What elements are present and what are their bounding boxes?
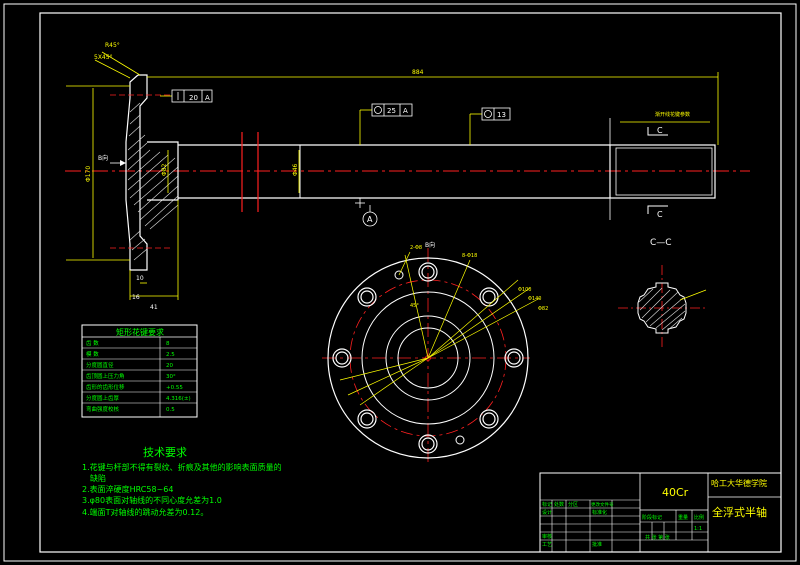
spline-row-key: 弯曲强度校核 [86, 405, 120, 413]
datum-a-symbol: A [355, 198, 378, 227]
boss-dia-label: Φ82 [161, 163, 168, 176]
dim-10: 10 [136, 275, 144, 282]
fcf-runout-1: 20 A [171, 89, 213, 103]
chamfer-left-label: 5X45° [94, 54, 113, 61]
section-cc: C—C [618, 238, 708, 350]
notes-title: 技术要求 [143, 446, 187, 459]
part-name-label: 全浮式半轴 [712, 505, 767, 519]
spline-row-value: +0.55 [166, 385, 183, 391]
spline-row-key: 齿 数 [86, 339, 99, 347]
school-label: 哈工大华德学院 [711, 478, 767, 488]
tb-sheets: 共 张 第 张 [645, 534, 670, 541]
spline-row-key: 齿形的齿形位移 [86, 383, 125, 391]
pcd-2-label: Φ140 [528, 296, 541, 302]
fcf1-datum: A [205, 94, 210, 102]
view-b-title: B向 [425, 241, 435, 249]
tb-review: 审核 [542, 533, 552, 540]
spline-row-key: 分度圆直径 [86, 361, 114, 369]
fcf1-value: 20 [189, 94, 198, 102]
datum-a-label: A [367, 215, 373, 224]
bolt-holes [332, 262, 524, 454]
spline-row-value: 30° [166, 374, 176, 380]
section-cc-title: C—C [650, 238, 672, 248]
spline-row-key: 模 数 [86, 350, 99, 358]
total-length-label: 884 [412, 69, 424, 76]
fcf-cylindricity: 25 A [371, 103, 413, 117]
spline-row-value: 0.5 [166, 407, 175, 413]
dimensions [66, 51, 719, 300]
material-label: 40Cr [662, 486, 689, 499]
note-line-3: 2.表面淬硬度HRC58~64 [82, 484, 173, 494]
note-line-2: 缺陷 [90, 473, 106, 483]
spline-note: 渐开线花键参数 [655, 111, 690, 118]
boss-outline [147, 141, 179, 201]
technical-notes: 技术要求 1.花键与杆部不得有裂纹、折痕及其他的影响表面质量的 缺陷 2.表面淬… [82, 446, 282, 517]
inner-border [39, 12, 782, 553]
flange-outline [125, 74, 148, 271]
tb-zone: 分区 [568, 501, 578, 508]
flange-hatch [127, 102, 179, 261]
spline-table-title: 矩形花键要求 [116, 327, 164, 337]
title-block: 40Cr 哈工大华德学院 全浮式半轴 标记 处数 分区 更改文件号 设计 标准化… [539, 472, 782, 553]
spline-row-value: 20 [166, 363, 173, 369]
pcd-3-label: Φ82 [538, 306, 548, 312]
note-line-1: 1.花键与杆部不得有裂纹、折痕及其他的影响表面质量的 [82, 462, 282, 472]
tb-approve: 批准 [592, 541, 602, 548]
fcf2-datum: A [403, 107, 408, 115]
fcf3-value: 13 [497, 111, 506, 119]
spline-row-key: 齿顶圆上压力角 [86, 372, 125, 380]
spline-table: 矩形花键要求 齿 数 8 模 数 2.5 分度圆直径 20 齿顶圆上压力角 30° 齿形的齿形位… [81, 324, 198, 418]
tb-weight: 重量 [678, 514, 688, 521]
view-b-flange: B向 [322, 241, 548, 462]
spline-row-value: 4.316(±) [166, 396, 191, 402]
flange-dia-label: Φ170 [85, 166, 92, 182]
spline-row-value: 8 [166, 341, 170, 347]
hole-note-1: 2-Φ8 [410, 245, 422, 251]
shaft-dia-label: Φ46 [292, 163, 299, 176]
pcd-1-label: Φ100 [518, 287, 531, 293]
fcf2-value: 25 [387, 107, 396, 115]
tb-stage: 阶段标记 [642, 514, 662, 521]
angle-label: 45° [410, 303, 419, 309]
tb-mark: 标记 [542, 501, 552, 508]
dimension-labels: 884 R45° 5X45° Φ170 Φ82 Φ46 16 10 41 渐开线… [85, 42, 690, 311]
fcf-roundness: 13 [481, 107, 511, 121]
dim-41: 41 [150, 304, 158, 311]
tb-designer: 设计 [542, 509, 552, 516]
tb-craft: 工艺 [542, 542, 552, 548]
note-line-4: 3.φ80表面对轴线的不同心度允差为1.0 [82, 495, 222, 505]
note-line-5: 4.端面T对轴线的跳动允差为0.12。 [82, 507, 208, 517]
section-c-top: C [657, 126, 663, 135]
tb-change: 更改文件号 [591, 501, 614, 508]
tb-ratio: 比例 [694, 514, 704, 521]
tb-scale: 1:1 [694, 526, 702, 532]
chamfer-top-label: R45° [105, 42, 120, 49]
tb-count: 处数 [554, 501, 564, 508]
section-c-bottom: C [657, 210, 663, 219]
spline-row-key: 分度圆上齿厚 [86, 394, 120, 402]
view-b-arrow-label: B向 [98, 154, 108, 162]
hole-note-2: 8-Φ18 [462, 253, 477, 259]
shaft-main-view [65, 74, 750, 271]
dim-16: 16 [132, 294, 140, 301]
outer-border [3, 3, 797, 562]
tb-standard: 标准化 [592, 509, 607, 516]
spline-row-value: 2.5 [166, 352, 175, 358]
